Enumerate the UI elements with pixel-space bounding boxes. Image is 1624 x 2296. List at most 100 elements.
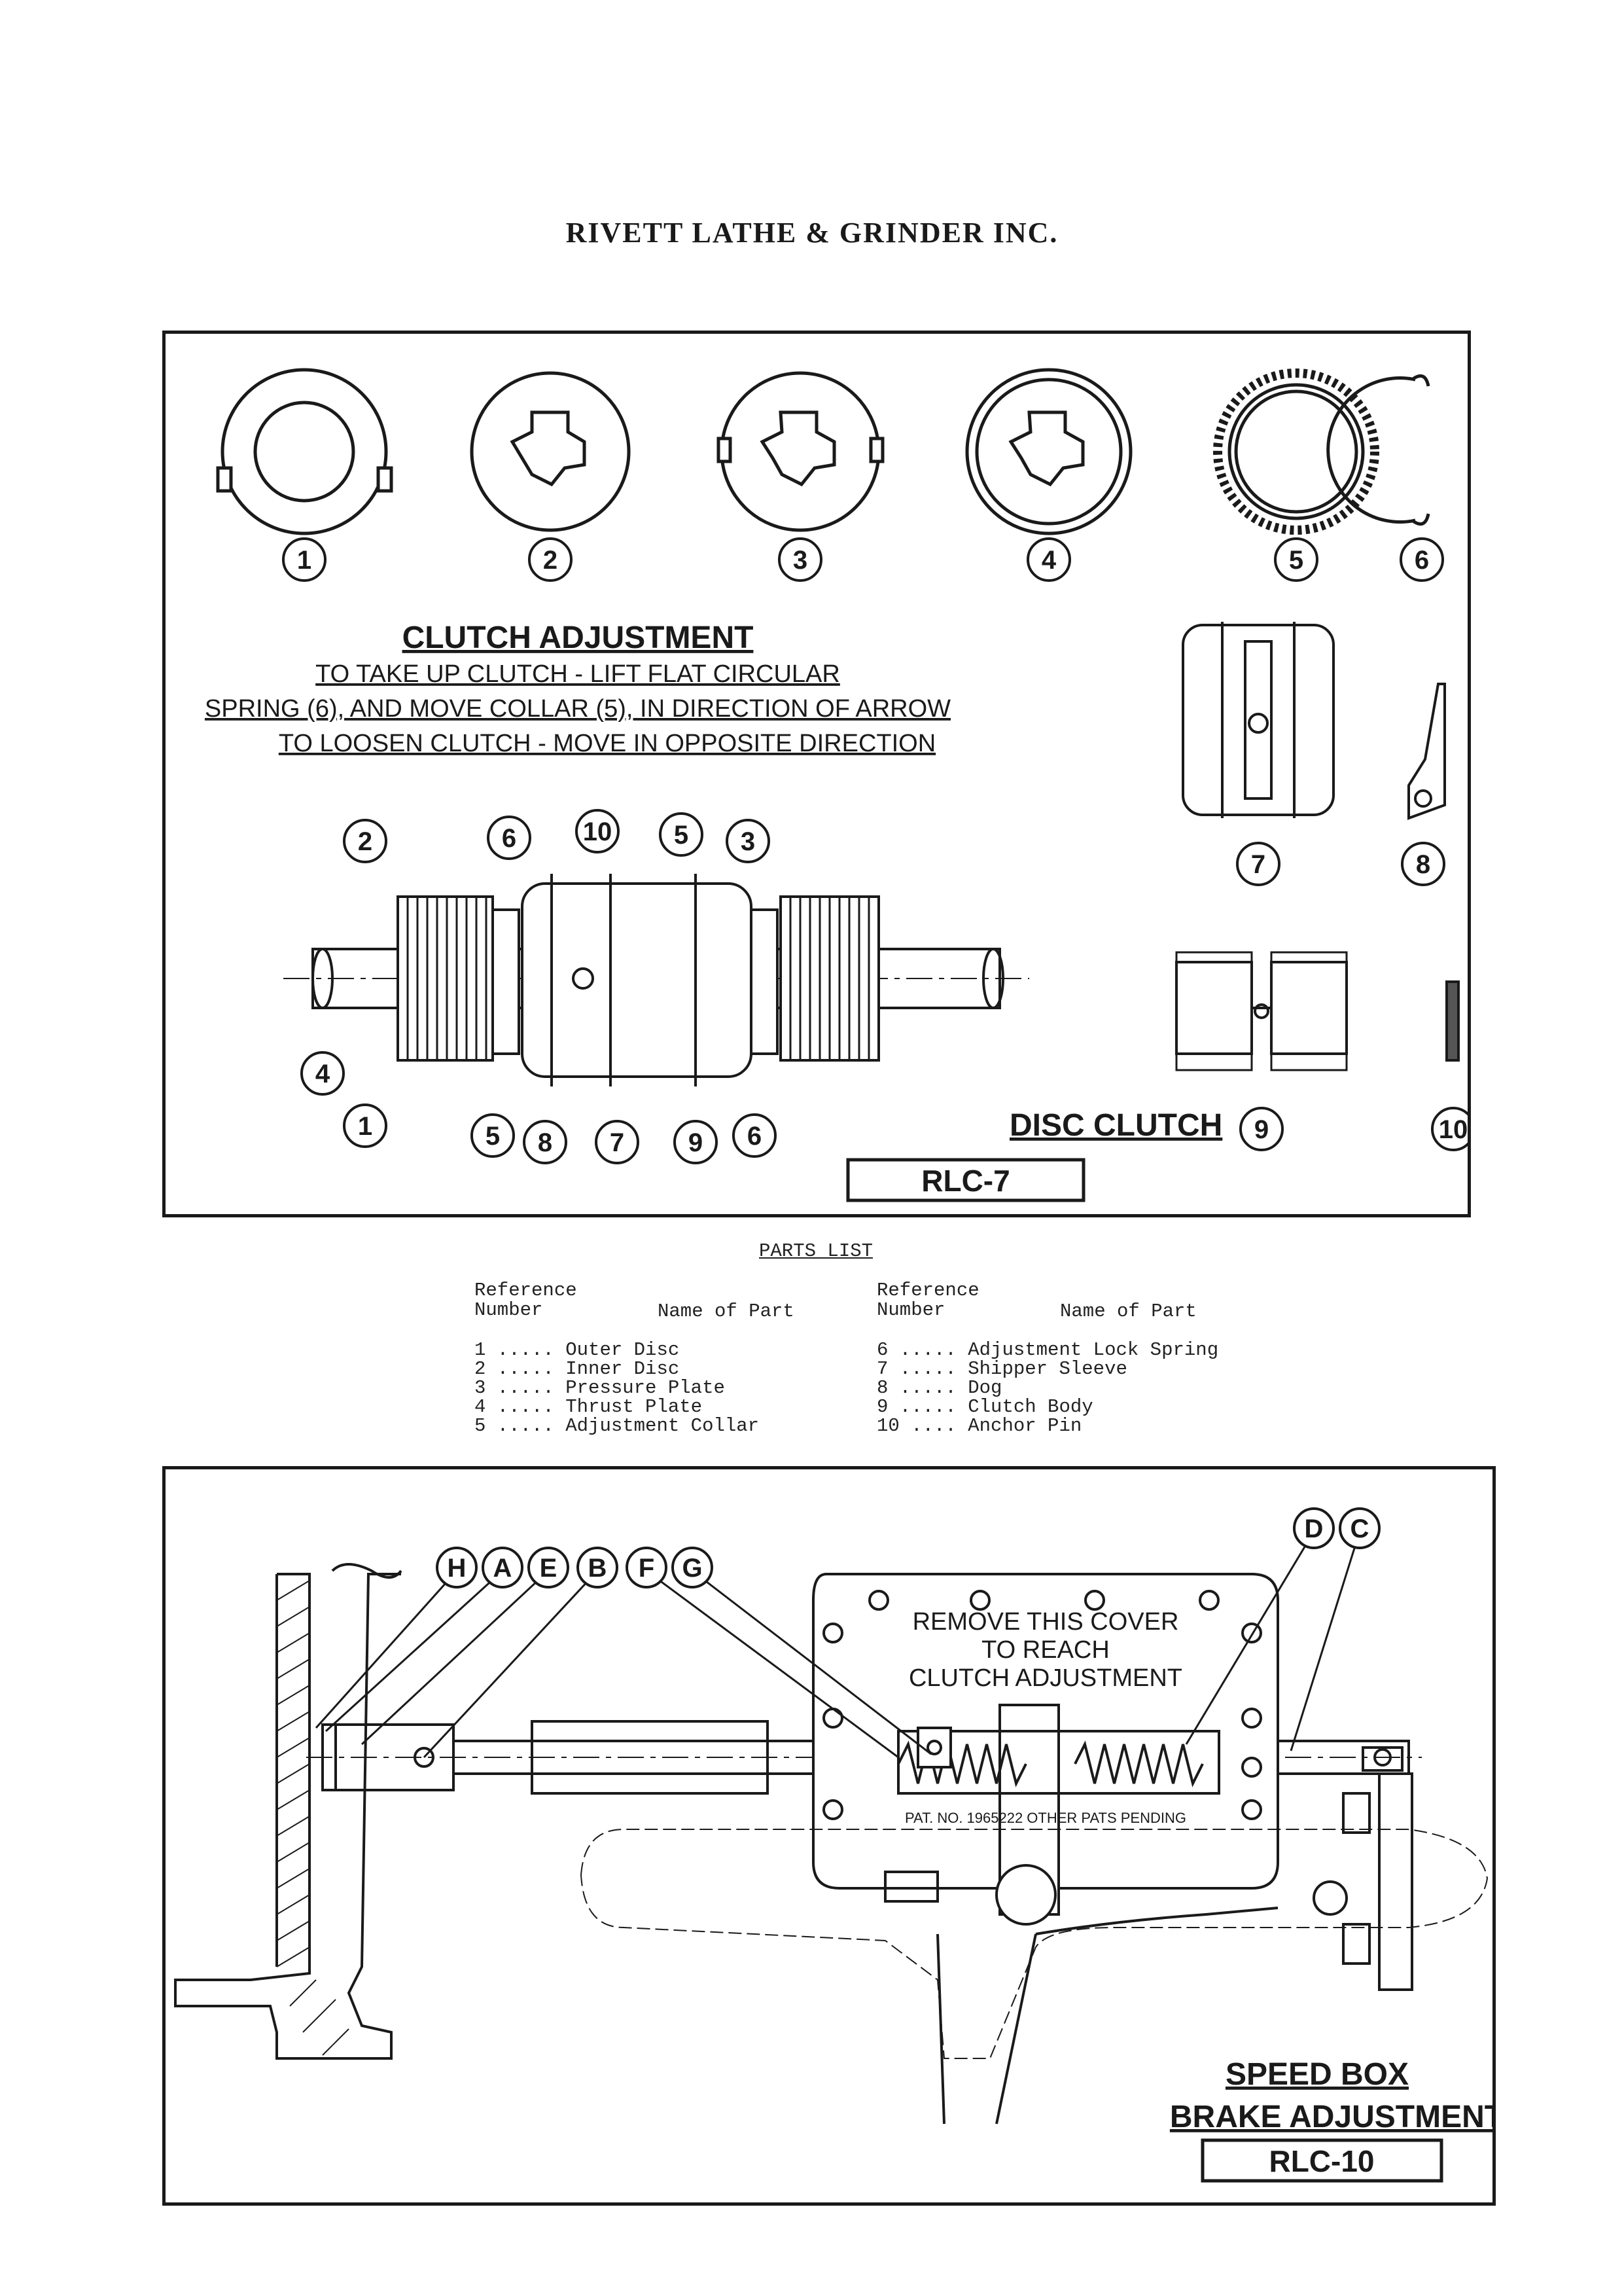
part-number-callout-label: 3: [793, 546, 807, 575]
callout-leaders: [315, 1531, 1361, 1759]
part-number-callout-label: 10: [1439, 1115, 1468, 1144]
speedbox-callout-label: G: [682, 1554, 702, 1583]
assembly-callout: 3: [726, 819, 770, 863]
part-number-callout-label: 7: [1251, 850, 1265, 879]
leader-dots: .....: [888, 1396, 968, 1418]
leader-dots: .....: [485, 1396, 566, 1418]
assembly-callout: 4: [300, 1051, 345, 1096]
part-5-adjustment-collar-icon: [1213, 368, 1379, 535]
housing-wall: [174, 1563, 402, 2060]
assembly-callout: 7: [595, 1120, 639, 1164]
part-number-callout-label: 9: [1254, 1115, 1269, 1144]
brake-adjustment-title: BRAKE ADJUSTMENT: [1170, 2100, 1492, 2134]
speedbox-callout-label: B: [588, 1554, 607, 1583]
part-name: Adjustment Collar: [565, 1415, 760, 1437]
assembly-callout: 2: [343, 819, 387, 863]
assembly-callout-label: 6: [502, 824, 516, 853]
company-header: RIVETT LATHE & GRINDER INC.: [565, 217, 1059, 249]
part-name: Anchor Pin: [968, 1415, 1082, 1437]
cover-text-line-1: REMOVE THIS COVER: [913, 1608, 1179, 1636]
part-8-dog-icon: [1407, 683, 1446, 820]
part-name: Thrust Plate: [565, 1396, 703, 1418]
parts-list-item: 7 ..... Shipper Sleeve: [877, 1359, 1269, 1378]
part-ref: 5: [474, 1415, 486, 1437]
part-10-anchor-pin-icon: [1445, 980, 1460, 1062]
speedbox-callout: F: [626, 1547, 667, 1588]
part-number-callout: 1: [282, 537, 327, 582]
speedbox-callout-label: A: [493, 1554, 512, 1583]
part-7-shipper-sleeve-icon: [1182, 622, 1335, 818]
part-6-lock-spring-icon: [1326, 374, 1430, 526]
part-number-callout: 6: [1400, 537, 1444, 582]
disc-clutch-drawing: 1 2 3 4 5 6 CLUTCH ADJUSTMENT TO TAKE UP CLUT…: [205, 368, 1475, 1202]
drawing-number-rlc10: RLC-10: [1269, 2144, 1374, 2178]
speedbox-callout: E: [527, 1547, 569, 1588]
instruction-line-1: TO TAKE UP CLUTCH - LIFT FLAT CIRCULAR: [315, 660, 840, 688]
assembly-callout: 1: [343, 1103, 387, 1148]
part-number-callout-label: 2: [543, 546, 557, 575]
leader-dots: .....: [888, 1377, 968, 1399]
part-name: Dog: [968, 1377, 1002, 1399]
assembly-callout-label: 8: [538, 1128, 552, 1157]
assembly-callout: 10: [575, 809, 620, 853]
parts-list-item: 2 ..... Inner Disc: [474, 1359, 867, 1378]
parts-list-left-column: Reference Number Name of Part 1 ..... Ou…: [474, 1280, 867, 1436]
disc-clutch-panel: 1 2 3 4 5 6 CLUTCH ADJUSTMENT TO TAKE UP CLUT…: [162, 331, 1475, 1217]
assembly-callout-label: 2: [358, 827, 372, 856]
speedbox-callout: G: [671, 1547, 713, 1588]
part-ref: 4: [474, 1396, 486, 1418]
speedbox-callout-label: D: [1305, 1515, 1324, 1543]
part-ref: 6: [877, 1339, 889, 1361]
clutch-adjustment-heading: CLUTCH ADJUSTMENT: [402, 620, 754, 655]
assembly-callout-label: 7: [610, 1128, 624, 1157]
assembly-callout-label: 4: [315, 1060, 330, 1088]
assembly-callout: 5: [659, 812, 703, 857]
side-part-numbers: 7 8 9 10: [1236, 842, 1475, 1151]
part-2-inner-disc-icon: [470, 371, 631, 532]
parts-list-item: 4 ..... Thrust Plate: [474, 1397, 867, 1416]
assembly-callout-label: 5: [485, 1122, 500, 1151]
clutch-assembly-drawing: [283, 874, 1029, 1086]
assembly-callout: 6: [732, 1113, 777, 1158]
parts-list-title: PARTS LIST: [759, 1240, 874, 1262]
brake-lever: [580, 1746, 1489, 2125]
part-ref: 8: [877, 1377, 889, 1399]
speedbox-callout-label: F: [639, 1554, 654, 1583]
part-ref: 7: [877, 1358, 889, 1380]
part-name: Adjustment Lock Spring: [968, 1339, 1219, 1361]
assembly-callout: 9: [673, 1120, 718, 1164]
instruction-line-2: SPRING (6), AND MOVE COLLAR (5), IN DIRE…: [205, 695, 951, 723]
part-ref: 9: [877, 1396, 889, 1418]
part-number-callout: 7: [1236, 842, 1280, 886]
assembly-callout-label: 1: [358, 1112, 372, 1141]
leader-dots: ....: [899, 1415, 968, 1437]
name-of-part-header: Name of Part: [1060, 1300, 1197, 1322]
reference-number-header: Reference Number: [474, 1280, 577, 1321]
part-ref: 10: [877, 1415, 900, 1437]
leader-dots: .....: [485, 1358, 566, 1380]
speedbox-callout: B: [576, 1547, 618, 1588]
part-name: Outer Disc: [565, 1339, 680, 1361]
assembly-callout: 8: [523, 1120, 567, 1164]
part-3-pressure-plate-icon: [716, 371, 885, 532]
assembly-callout: 6: [487, 816, 531, 860]
parts-list-item: 5 ..... Adjustment Collar: [474, 1416, 867, 1435]
speedbox-callout-label: H: [448, 1554, 467, 1583]
assembly-callout-label: 5: [674, 821, 688, 850]
part-4-thrust-plate-icon: [965, 368, 1133, 535]
drawing-number-rlc7: RLC-7: [921, 1164, 1010, 1198]
speed-box-title: SPEED BOX: [1226, 2057, 1409, 2092]
part-number-callout: 8: [1401, 842, 1445, 886]
parts-list-item: 6 ..... Adjustment Lock Spring: [877, 1340, 1269, 1359]
assembly-callout-label: 3: [741, 827, 755, 856]
part-name: Inner Disc: [565, 1358, 680, 1380]
part-number-callout: 2: [528, 537, 573, 582]
reference-number-header: Reference Number: [877, 1280, 980, 1321]
speedbox-callout: A: [482, 1547, 523, 1588]
parts-list-right-column: Reference Number Name of Part 6 ..... Ad…: [877, 1280, 1269, 1437]
cover-text-line-3: CLUTCH ADJUSTMENT: [909, 1664, 1182, 1692]
part-number-callout: 4: [1027, 537, 1071, 582]
